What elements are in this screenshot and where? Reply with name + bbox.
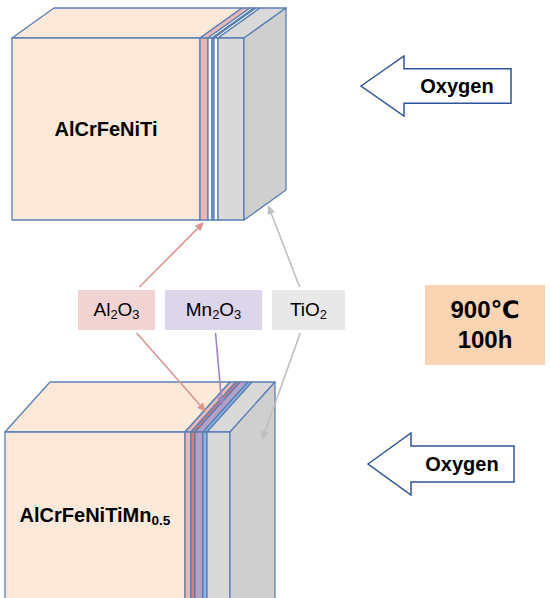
oxygen-arrow: Oxygen bbox=[360, 55, 512, 117]
oxide-pointer bbox=[268, 205, 300, 287]
pointer-line bbox=[271, 212, 300, 287]
arrow-head bbox=[268, 205, 275, 215]
arrow-head bbox=[195, 222, 204, 231]
arrow-head bbox=[217, 397, 225, 406]
oxide-label: TiO2 bbox=[272, 290, 345, 330]
alloy-cube: AlCrFeNiTiMn0.5 bbox=[5, 432, 185, 598]
condition-box: 900℃ 100h bbox=[425, 285, 545, 365]
node-label: Al2O3 bbox=[93, 299, 139, 321]
arrow-head bbox=[197, 403, 206, 412]
oxide-pointer bbox=[137, 333, 206, 412]
oxide-pointer bbox=[216, 333, 226, 406]
node-label: AlCrFeNiTi bbox=[55, 118, 158, 141]
pointer-line bbox=[264, 333, 300, 433]
node-label: TiO2 bbox=[290, 299, 327, 321]
node-label: 900℃ 100h bbox=[435, 295, 535, 355]
oxide-pointer bbox=[139, 222, 204, 287]
pointer-line bbox=[139, 227, 199, 287]
oxide-label: Al2O3 bbox=[78, 290, 155, 330]
pointer-line bbox=[216, 333, 222, 399]
oxide-pointer bbox=[261, 333, 300, 440]
oxide-label: Mn2O3 bbox=[165, 290, 262, 330]
pointer-line bbox=[137, 333, 202, 407]
oxygen-arrow: Oxygen bbox=[367, 432, 515, 496]
alloy-cube: AlCrFeNiTi bbox=[12, 38, 200, 220]
arrow-head bbox=[261, 430, 269, 440]
arrow-label: Oxygen bbox=[420, 75, 493, 98]
node-label: AlCrFeNiTiMn0.5 bbox=[20, 504, 171, 527]
node-label: Mn2O3 bbox=[186, 299, 242, 321]
arrow-label: Oxygen bbox=[425, 453, 498, 476]
